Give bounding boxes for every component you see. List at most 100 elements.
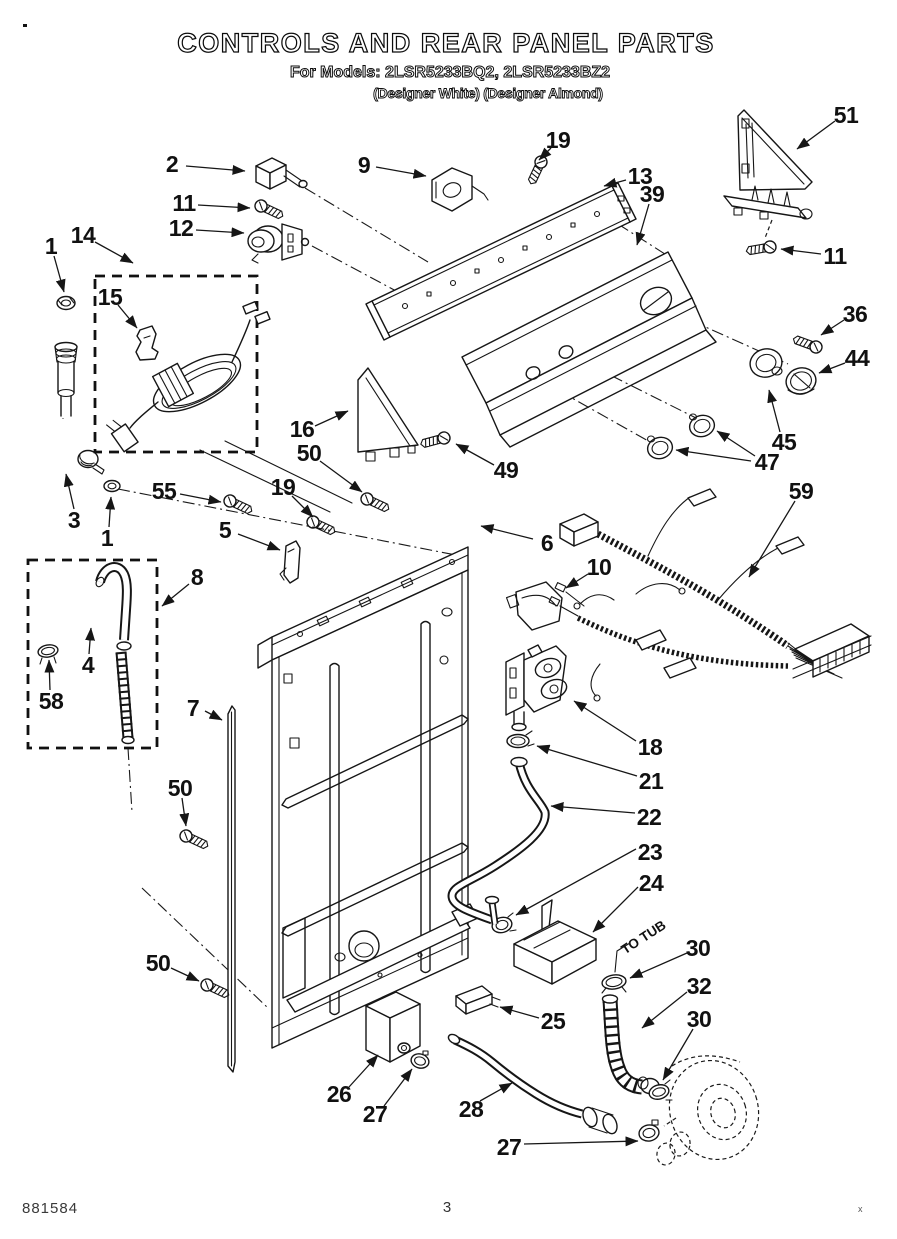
callout-leader-30 (629, 952, 688, 979)
callout-leader-7 (204, 709, 223, 721)
callout-leader-1 (105, 496, 116, 528)
callout-number-6: 6 (541, 530, 553, 556)
callout-leader-44 (818, 362, 846, 374)
callout-number-24: 24 (639, 870, 664, 896)
callout-number-5: 5 (219, 517, 232, 543)
water-inlet-valve (505, 644, 568, 732)
page-title: CONTROLS AND REAR PANEL PARTS (177, 28, 715, 58)
callout-leader-2 (185, 164, 246, 175)
pump-clamp (648, 1079, 673, 1101)
callout-number-1: 1 (45, 233, 58, 259)
callout-number-4: 4 (82, 652, 95, 678)
callout-leader-13 (603, 177, 627, 188)
callout-leader-26 (348, 1054, 379, 1088)
callout-leader-1 (53, 255, 66, 293)
callout-number-28: 28 (459, 1096, 484, 1122)
footer: 881584 3 x (22, 1199, 863, 1217)
callout-leader-22 (550, 802, 636, 814)
callout-number-36: 36 (843, 301, 868, 327)
fill-hose (447, 756, 550, 925)
drain-hose-group (26, 558, 159, 750)
callout-number-15: 15 (98, 284, 123, 310)
switch-bracket (431, 167, 489, 212)
spade-terminal (242, 300, 259, 315)
callout-leader-21 (536, 744, 638, 777)
callout-number-3: 3 (68, 507, 80, 533)
callout-leader-30 (662, 1028, 694, 1081)
callout-number-2: 2 (166, 151, 178, 177)
callout-number-25: 25 (541, 1008, 566, 1034)
callout-number-50: 50 (168, 775, 193, 801)
finish-line: (Designer White) (Designer Almond) (373, 85, 603, 101)
detail-box-14 (93, 274, 259, 454)
callout-leader-47 (716, 430, 756, 457)
callout-number-30: 30 (687, 1006, 712, 1032)
page-number: 3 (443, 1199, 451, 1216)
callout-leader-25 (499, 1005, 540, 1019)
hose-clamp (37, 644, 59, 665)
callout-leader-19 (538, 147, 552, 161)
power-cord (106, 300, 271, 453)
trim-strip (227, 705, 236, 1073)
callout-number-12: 12 (169, 215, 194, 241)
callout-number-13: 13 (628, 163, 653, 189)
callout-leader-50 (319, 460, 363, 493)
callout-leader-19 (291, 495, 314, 518)
callout-number-7: 7 (187, 695, 199, 721)
callout-number-50: 50 (297, 440, 322, 466)
callout-number-47: 47 (755, 449, 780, 475)
callout-leader-47 (675, 446, 752, 462)
strain-relief-clip (135, 325, 159, 361)
callout-number-59: 59 (789, 478, 814, 504)
doc-number: 881584 (22, 1200, 78, 1217)
callout-leader-11 (197, 202, 251, 213)
detail-box-8 (26, 558, 159, 750)
callout-leader-36 (820, 319, 845, 336)
callout-number-19: 19 (546, 127, 571, 153)
callout-leader-11 (780, 245, 822, 256)
callout-number-11: 11 (823, 243, 847, 269)
callout-number-50: 50 (146, 950, 171, 976)
callout-number-51: 51 (834, 102, 859, 128)
pushbutton-switch (255, 157, 308, 190)
callout-number-58: 58 (39, 688, 64, 714)
callout-number-16: 16 (290, 416, 315, 442)
timer-motor (247, 223, 310, 264)
title-block: CONTROLS AND REAR PANEL PARTS For Models… (177, 27, 715, 101)
callout-number-1: 1 (101, 525, 114, 551)
callout-number-18: 18 (638, 734, 663, 760)
callout-number-8: 8 (191, 564, 204, 590)
callout-leader-55 (179, 493, 222, 505)
callout-leader-12 (195, 227, 245, 238)
callout-leader-58 (44, 659, 55, 691)
callout-leader-27 (523, 1136, 639, 1147)
hose-bracket (484, 895, 597, 985)
spade-terminal (254, 310, 271, 325)
callout-leader-10 (565, 573, 589, 589)
callout-leader-5 (237, 533, 281, 551)
corner-mark: x (858, 1204, 863, 1214)
console-panel (461, 251, 717, 448)
callout-number-22: 22 (637, 804, 662, 830)
panel-clip (279, 540, 301, 584)
callout-number-26: 26 (327, 1081, 352, 1107)
callout-leader-15 (117, 304, 138, 329)
callout-number-10: 10 (587, 554, 612, 580)
access-cover (505, 581, 563, 631)
callout-leader-59 (748, 500, 796, 578)
callout-number-11: 11 (172, 190, 196, 216)
callout-number-39: 39 (640, 181, 665, 207)
callout-leader-23 (515, 848, 637, 916)
pump-inlet-clamp (638, 1119, 660, 1142)
wire-harness (548, 488, 872, 702)
console-end-cap-right (723, 109, 813, 239)
callout-leader-8 (161, 583, 190, 607)
callout-number-27: 27 (497, 1134, 522, 1160)
callout-leader-24 (592, 886, 639, 933)
capacitor (365, 991, 421, 1063)
callout-leader-28 (479, 1082, 513, 1102)
control-panel-rail (365, 182, 637, 341)
